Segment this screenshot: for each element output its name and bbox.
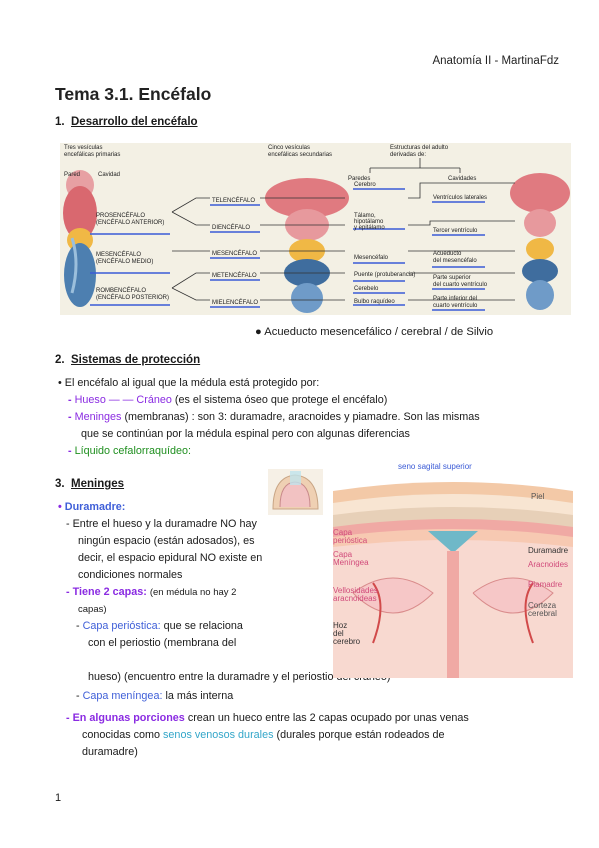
- duramadre-block: • Duramadre: - Entre el hueso y la duram…: [58, 499, 328, 652]
- protection-hueso-item: - Hueso — — Cráneo (es el sistema óseo q…: [68, 394, 388, 406]
- fig1-pared-label: Pared: [64, 172, 80, 178]
- protection-meninges-item: - Meninges (membranas) : son 3: duramadr…: [68, 411, 480, 423]
- mielencefalo-label: MIELENCÉFALO: [212, 299, 258, 306]
- page-number: 1: [55, 792, 62, 804]
- wall-hipotalamo: hipotálamo: [354, 219, 384, 225]
- wall-bulbo: Bulbo raquídeo: [354, 299, 395, 305]
- fig1-paredes-label: Paredes: [348, 176, 370, 182]
- bullet-icon: ●: [255, 326, 262, 338]
- algunas-block: - En algunas porciones crean un hueco en…: [66, 710, 576, 761]
- protection-meninges-cont: que se continúan por la médula espinal p…: [81, 428, 410, 440]
- rombencefalo-sub: (ENCÉFALO POSTERIOR): [96, 294, 169, 301]
- protection-lcr-item: - Líquido cefalorraquídeo:: [68, 445, 192, 457]
- dura-algunas: - En algunas porciones crean un hueco en…: [66, 712, 469, 724]
- prosencefalo-label: PROSENCÉFALO: [96, 212, 145, 219]
- cavity-acueducto-2: del mesencéfalo: [433, 258, 477, 264]
- cavity-ventriculos: Ventrículos laterales: [433, 195, 487, 201]
- mesencefalo-secondary-label: MESENCÉFALO: [212, 250, 257, 257]
- wall-epitalamo: y epitálamo: [354, 225, 385, 231]
- metencefalo-label: METENCÉFALO: [212, 272, 257, 279]
- page-title: Tema 3.1. Encéfalo: [55, 84, 212, 104]
- cavity-cuarto-inf-2: cuarto ventrículo: [433, 303, 478, 309]
- wall-puente: Puente (protuberancia): [354, 272, 415, 278]
- mesencefalo-primary-label: MESENCÉFALO: [96, 251, 141, 258]
- dura-perio-2: con el periostio (membrana del: [88, 637, 237, 649]
- dura-capas: - Tiene 2 capas: (en médula no hay 2: [66, 586, 237, 598]
- protection-list: • El encéfalo al igual que la médula est…: [58, 375, 558, 460]
- cavity-cuarto-sup-2: del cuarto ventrículo: [433, 282, 488, 288]
- adult-brain-drawing: [510, 173, 570, 310]
- header-author: Anatomía II - MartinaFdz: [432, 55, 559, 67]
- perio-cont: hueso) (encuentro entre la duramadre y e…: [88, 671, 391, 683]
- dura-line-4: condiciones normales: [78, 569, 183, 581]
- fig3-piel: Piel: [531, 492, 545, 501]
- wall-cerebelo: Cerebelo: [354, 286, 379, 292]
- wall-cerebro: Cerebro: [354, 182, 376, 188]
- dura-algunas-2: conocidas como senos venosos durales (du…: [82, 729, 445, 741]
- mesencefalo-primary-sub: (ENCÉFALO MEDIO): [96, 258, 153, 265]
- meningea-block: - Capa meníngea: la más interna: [76, 688, 576, 705]
- protection-intro: • El encéfalo al igual que la médula est…: [58, 377, 320, 389]
- skull-thumbnail: [268, 469, 323, 515]
- dura-capas-2: capas): [78, 604, 107, 615]
- diencefalo-label: DIENCÉFALO: [212, 224, 250, 231]
- dura-meningea: - Capa meníngea: la más interna: [76, 690, 234, 702]
- dura-line-3: decir, el espacio epidural NO existe en: [78, 552, 263, 564]
- section-2-heading: 2.Sistemas de protección: [55, 354, 201, 366]
- dura-line-2: ningún espacio (están adosados), es: [78, 535, 255, 547]
- fig1-cavidad-label: Cavidad: [98, 172, 120, 178]
- dura-perio: - Capa perióstica: que se relaciona: [76, 620, 243, 632]
- wall-talamo: Tálamo,: [354, 213, 376, 219]
- duramadre-heading: • Duramadre:: [58, 501, 126, 513]
- rombencefalo-label: ROMBENCÉFALO: [96, 287, 146, 294]
- cavity-acueducto: Acueducto: [433, 251, 462, 257]
- telencefalo-label: TELENCÉFALO: [212, 197, 255, 204]
- prosencefalo-sub: (ENCÉFALO ANTERIOR): [96, 219, 164, 226]
- fig3-arac: Aracnoides: [528, 560, 568, 569]
- caption-acueducto: ● Acueducto mesencefálico / cerebral / d…: [255, 326, 494, 338]
- section-3-heading: 3.Meninges: [55, 478, 125, 490]
- fig3-seno: seno sagital superior: [398, 463, 472, 471]
- cavity-cuarto-sup: Parte superior: [433, 275, 471, 281]
- cavity-cuarto-inf: Parte inferior del: [433, 296, 477, 302]
- dura-algunas-3: duramadre): [82, 746, 138, 758]
- dura-line-1: - Entre el hueso y la duramadre NO hay: [66, 518, 257, 530]
- fig1-cavidades-label: Cavidades: [448, 176, 476, 182]
- fig3-pia: Piamadre: [528, 580, 563, 589]
- fig3-dura: Duramadre: [528, 546, 569, 555]
- wall-mesencefalo: Mesencéfalo: [354, 255, 389, 261]
- section-1-heading: 1.Desarrollo del encéfalo: [55, 116, 198, 128]
- cavity-tercer: Tercer ventrículo: [433, 228, 478, 234]
- primary-vesicles-drawing: [63, 170, 97, 307]
